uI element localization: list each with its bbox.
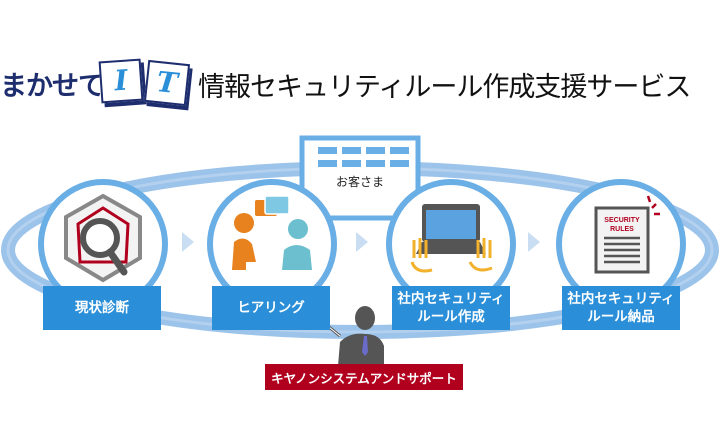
conversation-icon <box>232 195 312 270</box>
magnifier-radar-icon <box>64 193 142 283</box>
step-label-rule-delivery: 社内セキュリティ ルール納品 <box>562 286 680 330</box>
page-title: 情報セキュリティルール作成支援サービス <box>198 72 691 103</box>
laptop-typing-icon <box>410 204 493 273</box>
document-title-line: SECURITY <box>604 217 640 224</box>
document-icon: SECURITY RULES <box>594 195 660 274</box>
brand-text: まかせて <box>0 71 105 102</box>
presenter-icon <box>317 306 384 366</box>
vendor-banner: キヤノンシステムアンドサポート <box>265 364 463 390</box>
arrow-icon <box>356 232 368 252</box>
building-icon <box>299 135 421 221</box>
arrow-icon <box>528 232 540 252</box>
customer-label: お客さま <box>335 175 384 189</box>
document-title-line: RULES <box>610 226 634 233</box>
step-label-hearing: ヒアリング <box>212 286 330 330</box>
arrow-icon <box>182 232 194 252</box>
step-label-rule-creation: 社内セキュリティ ルール作成 <box>392 286 510 330</box>
step-label-diagnosis: 現状診断 <box>43 286 161 330</box>
